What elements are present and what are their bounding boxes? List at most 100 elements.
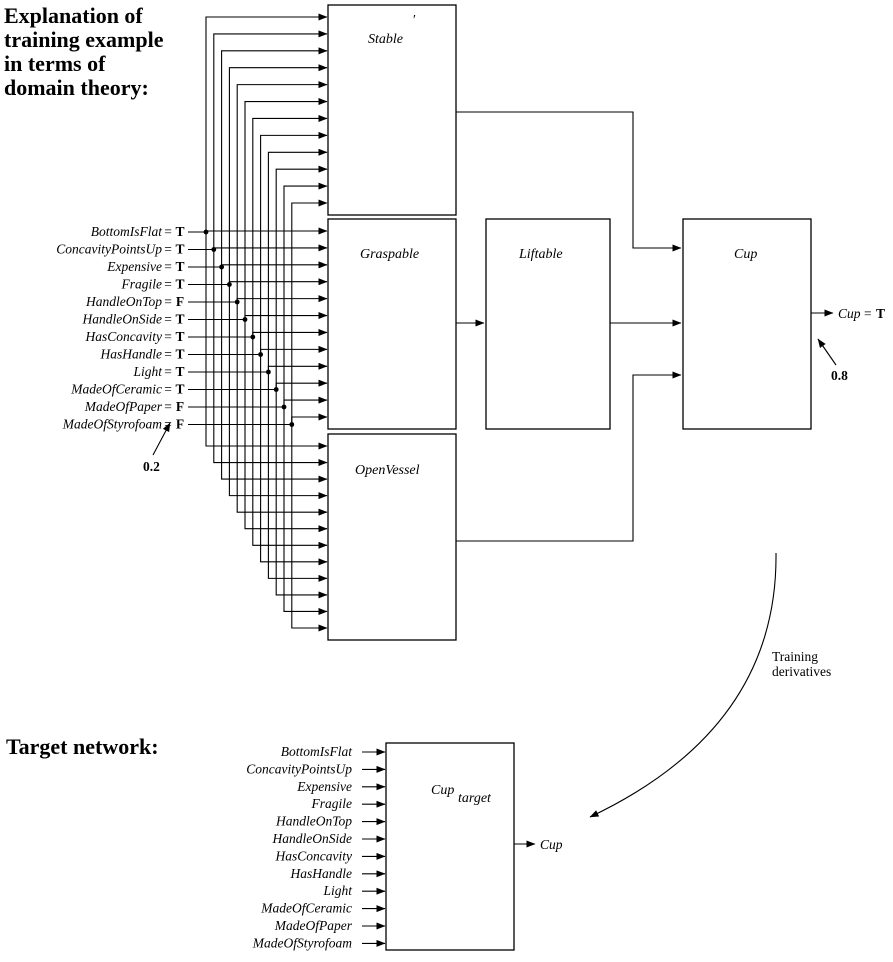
input-connection bbox=[244, 98, 328, 320]
input-name: Light bbox=[132, 364, 163, 379]
input-equals: = bbox=[164, 224, 172, 239]
input-connection bbox=[228, 278, 328, 286]
target-input-name: Light bbox=[322, 883, 353, 898]
input-value: F bbox=[176, 417, 184, 432]
input-connection bbox=[205, 13, 328, 232]
input-wiring bbox=[188, 13, 328, 632]
cup-unit-label: Cup bbox=[734, 247, 757, 262]
input-name: HandleOnSide bbox=[82, 312, 162, 327]
cup-unit-box bbox=[682, 218, 812, 430]
graspable-unit-box bbox=[327, 218, 457, 430]
input-connection bbox=[236, 295, 328, 303]
input-connection bbox=[275, 379, 328, 390]
input-name: HandleOnTop bbox=[85, 294, 162, 309]
input-connection bbox=[275, 389, 328, 599]
target-input-name: HandleOnTop bbox=[275, 814, 352, 829]
stable-to-cup-arrow bbox=[456, 111, 682, 252]
input-equals: = bbox=[164, 277, 172, 292]
target-input-name: HasHandle bbox=[290, 866, 353, 881]
input-connection bbox=[283, 396, 328, 407]
input-value: T bbox=[175, 277, 184, 292]
openvessel-to-cup-arrow bbox=[456, 371, 682, 542]
target-output-name: Cup bbox=[540, 837, 563, 852]
input-name: HasHandle bbox=[100, 347, 163, 362]
target-network-inputs: BottomIsFlatConcavityPointsUpExpensiveFr… bbox=[246, 744, 386, 950]
input-connection bbox=[260, 354, 328, 566]
input-connection bbox=[283, 407, 328, 615]
stable-tick-mark: ′ bbox=[413, 12, 416, 27]
input-connection bbox=[236, 81, 328, 302]
input-connection bbox=[267, 362, 328, 372]
input-equals: = bbox=[164, 294, 172, 309]
input-connection bbox=[291, 424, 328, 632]
input-value: T bbox=[175, 242, 184, 257]
target-input-name: HandleOnSide bbox=[272, 831, 352, 846]
input-connection bbox=[267, 148, 328, 372]
input-connection bbox=[213, 244, 328, 252]
cup-output-equals: = bbox=[864, 306, 872, 321]
target-input-name: Fragile bbox=[311, 796, 353, 811]
target-input-name: BottomIsFlat bbox=[281, 744, 353, 759]
input-value: F bbox=[176, 294, 184, 309]
input-value: T bbox=[175, 259, 184, 274]
liftable-unit-box bbox=[485, 218, 611, 430]
input-connection bbox=[252, 114, 328, 337]
output-annotation-arrow bbox=[817, 338, 837, 366]
target-cup-unit-box bbox=[385, 742, 515, 951]
input-connection bbox=[213, 249, 328, 467]
liftable-unit-label: Liftable bbox=[518, 247, 563, 262]
input-connection bbox=[275, 165, 328, 390]
input-value: T bbox=[175, 347, 184, 362]
input-equals: = bbox=[164, 364, 172, 379]
stable-unit-box bbox=[327, 4, 457, 216]
input-name: Expensive bbox=[106, 259, 162, 274]
input-equals: = bbox=[164, 312, 172, 327]
input-connection bbox=[260, 131, 328, 355]
input-connection bbox=[252, 328, 328, 337]
target-cup-label-subscript: target bbox=[458, 791, 492, 806]
input-connection bbox=[228, 64, 328, 285]
input-equals: = bbox=[164, 242, 172, 257]
openvessel-unit-label: OpenVessel bbox=[355, 463, 420, 478]
input-name: HasConcavity bbox=[85, 329, 163, 344]
target-input-name: ConcavityPointsUp bbox=[246, 761, 352, 776]
input-annotation-value: 0.2 bbox=[143, 459, 160, 474]
arc-label-line-2: derivatives bbox=[772, 664, 831, 679]
target-input-name: MadeOfPaper bbox=[274, 918, 353, 933]
input-name: BottomIsFlat bbox=[91, 224, 163, 239]
target-input-name: Expensive bbox=[296, 779, 352, 794]
input-name: Fragile bbox=[121, 277, 163, 292]
input-connection bbox=[221, 47, 328, 267]
input-annotation-arrow bbox=[152, 422, 171, 456]
input-name: MadeOfPaper bbox=[84, 399, 163, 414]
explanation-heading-line-1: Explanation of bbox=[4, 3, 143, 28]
input-value: T bbox=[175, 224, 184, 239]
input-name: MadeOfCeramic bbox=[70, 382, 162, 397]
input-connection bbox=[205, 232, 328, 450]
input-connection bbox=[260, 345, 328, 355]
target-input-name: MadeOfCeramic bbox=[260, 901, 352, 916]
input-equals: = bbox=[164, 347, 172, 362]
input-value: T bbox=[175, 329, 184, 344]
cup-output-name: Cup bbox=[838, 306, 861, 321]
cup-output-value: T bbox=[876, 306, 885, 321]
input-connection bbox=[267, 372, 328, 582]
target-input-name: MadeOfStyrofoam bbox=[252, 935, 352, 950]
input-value: F bbox=[176, 399, 184, 414]
explanation-heading-line-2: training example bbox=[4, 27, 164, 52]
target-network-heading: Target network: bbox=[6, 734, 159, 759]
stable-unit-label: Stable bbox=[368, 32, 403, 47]
input-value: T bbox=[175, 312, 184, 327]
openvessel-unit-box bbox=[327, 433, 457, 641]
arc-label-line-1: Training bbox=[772, 649, 818, 664]
input-connection bbox=[283, 182, 328, 407]
input-connection bbox=[252, 337, 328, 549]
input-name: ConcavityPointsUp bbox=[56, 242, 162, 257]
graspable-unit-label: Graspable bbox=[360, 247, 419, 262]
input-equals: = bbox=[164, 329, 172, 344]
target-input-name: HasConcavity bbox=[275, 848, 353, 863]
input-name: MadeOfStyrofoam bbox=[62, 417, 162, 432]
output-annotation-value: 0.8 bbox=[831, 368, 848, 383]
input-equals: = bbox=[164, 399, 172, 414]
